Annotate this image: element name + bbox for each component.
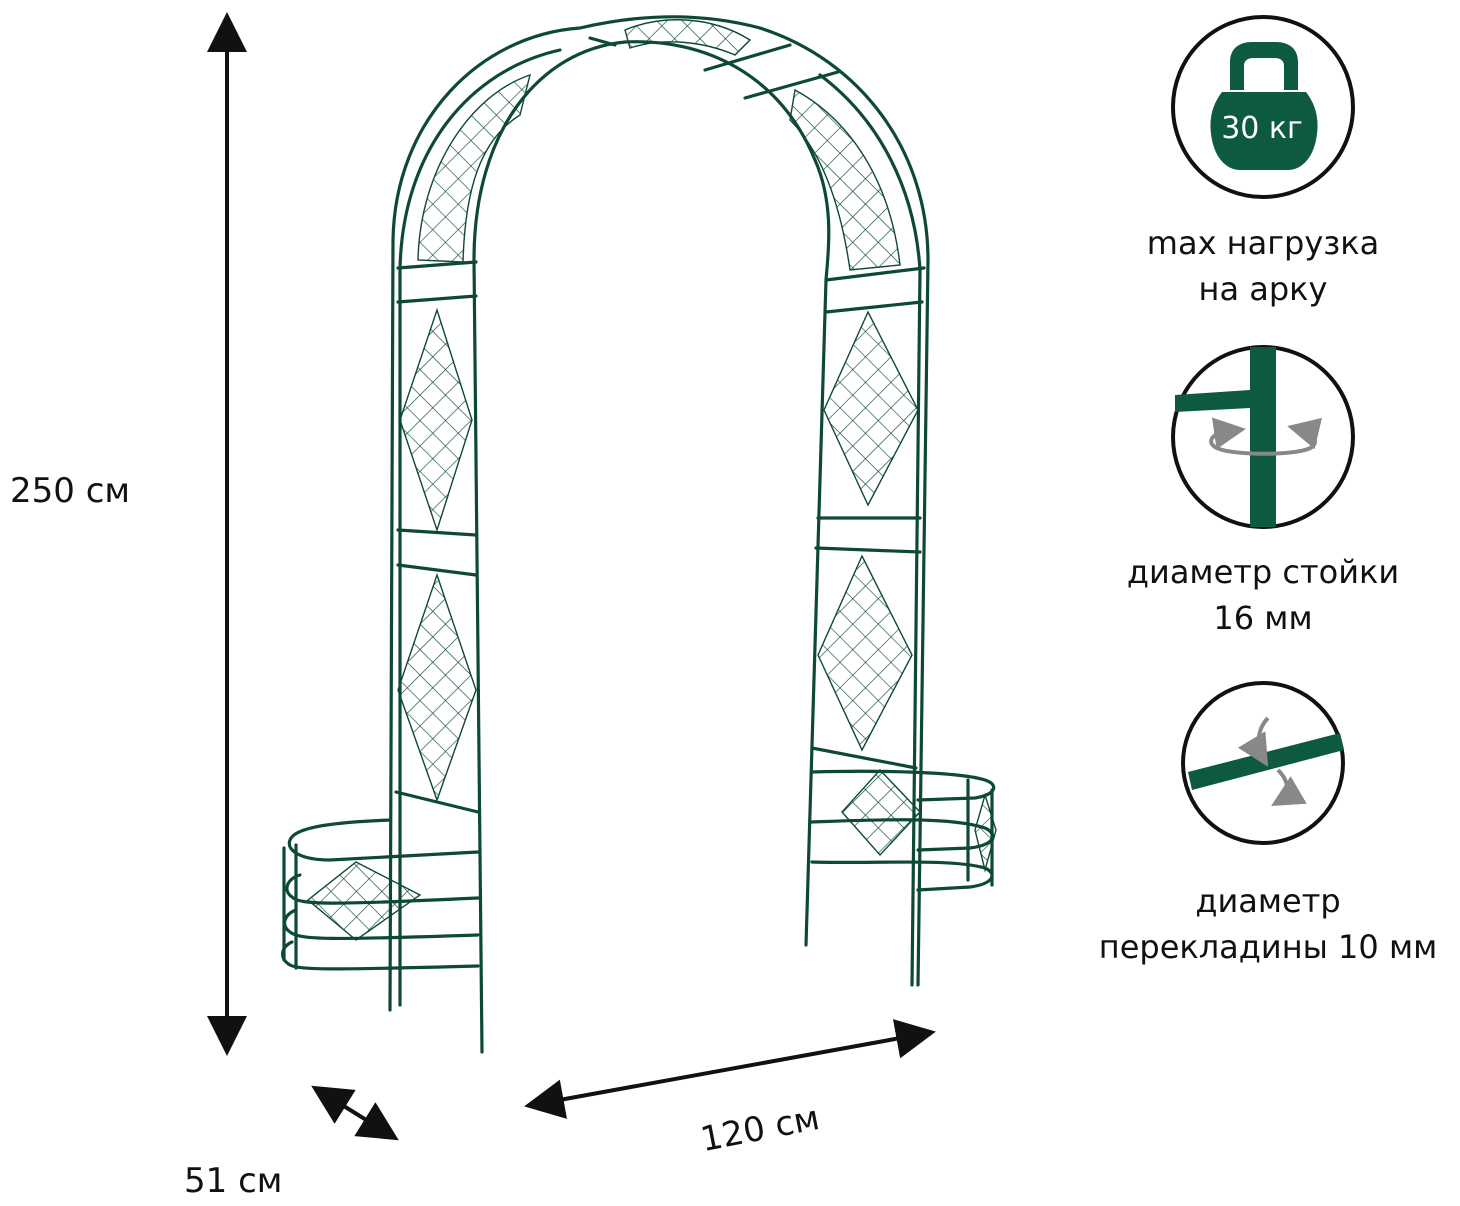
right-planter-rail-1: [810, 769, 996, 802]
crossbar-line-2: перекладины 10 мм: [1098, 928, 1438, 966]
garden-arch: [281, 15, 996, 1054]
right-planter-rail-3: [810, 860, 994, 892]
arch-inner-rail: [472, 40, 831, 1054]
post-rotation-icon: [1171, 345, 1355, 529]
kettlebell-icon: 30 кг: [1171, 15, 1355, 199]
kettlebell-weight-text: 30 кг: [1221, 111, 1303, 146]
post-line-2: 16 мм: [1213, 599, 1313, 637]
height-label: 250 см: [10, 471, 131, 511]
left-planter-rail-4: [281, 940, 480, 971]
width-dimension-arrow: [524, 1019, 936, 1119]
arch-outer-rail: [388, 15, 930, 1012]
load-line-1: max нагрузка: [1146, 224, 1380, 262]
arch-right-front-rail: [818, 73, 922, 987]
depth-dimension-arrow: [311, 1085, 399, 1141]
left-planter-rail-1: [287, 818, 480, 862]
post-feature-text: диаметр стойки 16 мм: [1093, 549, 1433, 641]
arch-left-front-rail: [398, 48, 562, 1007]
crossbar-rotation-icon: [1181, 681, 1345, 845]
post-line-1: диаметр стойки: [1126, 553, 1400, 591]
depth-label: 51 см: [184, 1161, 283, 1201]
load-line-2: на арку: [1198, 270, 1328, 308]
crossbar-line-1: диаметр: [1195, 882, 1341, 920]
load-feature-text: max нагрузка на арку: [1103, 220, 1423, 312]
lattice-panels: [306, 19, 997, 941]
crossbar-feature-text: диаметр перекладины 10 мм: [1083, 878, 1453, 970]
